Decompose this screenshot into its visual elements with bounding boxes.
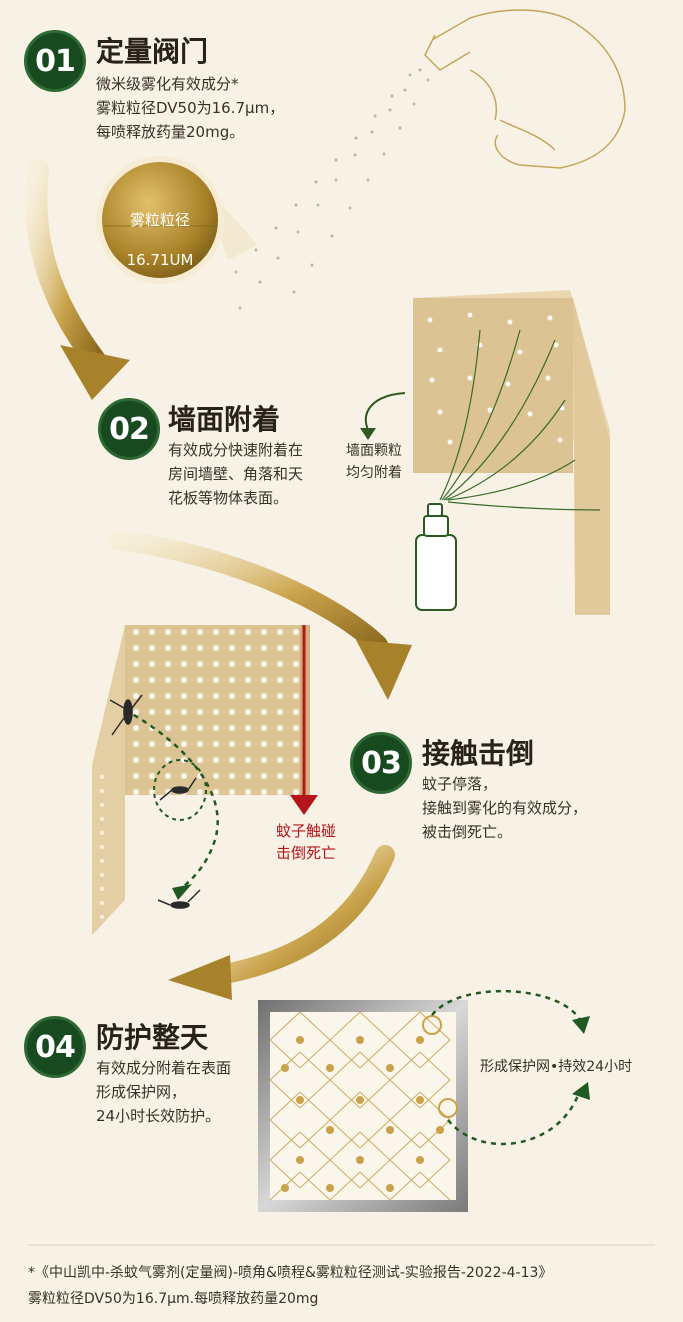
droplet-magnifier [96,156,258,284]
wall-illustration-3 [92,625,318,935]
droplet-size-title: 雾粒粒径 [129,211,190,229]
step-badge-02: 02 [98,398,160,460]
mosquito-icon [109,694,201,909]
curved-arrow-left [364,392,406,431]
step-desc-04: 有效成分附着在表面 形成保护网， 24小时长效防护。 [96,1059,232,1125]
step-title-01: 定量阀门 [96,35,209,68]
hand-sprayer-illustration [424,9,626,169]
step-title-04: 防护整天 [96,1021,209,1054]
footnote-line-2: 雾粒粒径DV50为16.7μm.每喷释放药量20mg [28,1291,319,1307]
droplet-size-label: 雾粒粒径 16.71UM [102,190,218,290]
protection-net-illustration [258,990,590,1212]
step-desc-01: 微米级雾化有效成分* 雾粒粒径DV50为16.7μm， 每喷释放药量20mg。 [96,75,285,141]
footnote-line-1: *《中山凯中-杀蚊气雾剂(定量阀)-喷角&喷程&雾粒粒径测试-实验报告-2022… [28,1265,553,1281]
wall-particles-label: 墙面颗粒 均匀附着 [346,443,402,481]
droplet-size-value: 16.71UM [126,251,194,269]
flow-arrow-2 [108,530,412,700]
flow-arrow-1 [25,159,130,400]
step-title-02: 墙面附着 [168,403,281,436]
spray-can-outline [415,503,457,611]
mosquito-contact-label: 蚊子触碰 击倒死亡 [275,822,336,862]
red-arrow [290,795,318,815]
step-badge-04: 04 [24,1016,86,1078]
protection-net-label: 形成保护网•持效24小时 [480,1059,633,1075]
spray-mist [234,68,430,310]
step-title-03: 接触击倒 [422,737,535,770]
wall-illustration-2 [360,290,610,615]
step-desc-02: 有效成分快速附着在 房间墙壁、角落和天 花板等物体表面。 [168,441,304,507]
step-badge-03: 03 [350,732,412,794]
step-desc-03: 蚊子停落， 接触到雾化的有效成分， 被击倒死亡。 [422,775,588,841]
flow-arrow-3 [168,845,395,1000]
step-badge-01: 01 [24,30,86,92]
